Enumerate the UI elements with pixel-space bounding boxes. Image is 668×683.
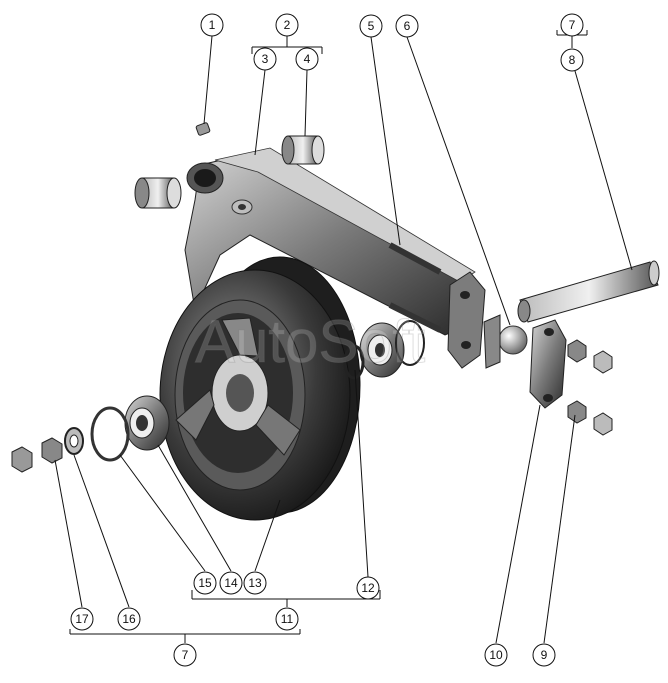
callout-label: 17	[75, 612, 89, 626]
callout-circle	[219, 571, 243, 595]
callout-label: 8	[569, 53, 576, 67]
callout-c8: 8	[560, 48, 584, 72]
callout-label: 7	[182, 648, 189, 662]
callout-c5: 5	[359, 14, 383, 38]
nuts-part-9	[567, 339, 613, 436]
callout-c11: 11	[275, 607, 299, 631]
bushing-part-3	[134, 177, 182, 209]
callout-circle	[560, 48, 584, 72]
callout-c6: 6	[395, 14, 419, 38]
callout-circle	[117, 607, 141, 631]
clamp-part-10	[529, 319, 567, 409]
callout-label: 10	[489, 648, 503, 662]
bearing-part-12	[343, 320, 425, 380]
shaft-part-8	[517, 260, 660, 323]
callout-c3: 3	[253, 47, 277, 71]
retaining-ring-part-15	[90, 406, 130, 462]
callout-label: 1	[209, 18, 216, 32]
washer-part-16	[64, 427, 84, 455]
callout-c7a: 7	[560, 13, 584, 37]
callout-label: 5	[368, 19, 375, 33]
parts-illustration	[11, 122, 660, 521]
watermark-text: AutoSoft	[195, 308, 425, 375]
callout-c1: 1	[200, 13, 224, 37]
callout-c2: 2	[275, 13, 299, 37]
callout-circle	[295, 47, 319, 71]
callout-label: 12	[361, 581, 375, 595]
callout-circle	[70, 607, 94, 631]
callout-circle	[560, 13, 584, 37]
callout-label: 15	[198, 576, 212, 590]
callout-label: 6	[404, 19, 411, 33]
callout-circle	[484, 643, 508, 667]
callout-c7b: 7	[173, 643, 197, 667]
callout-c13: 13	[243, 571, 267, 595]
callout-c16: 16	[117, 607, 141, 631]
lever-arm	[184, 147, 486, 369]
callout-label: 7	[569, 18, 576, 32]
callout-circle	[275, 13, 299, 37]
callout-label: 4	[304, 52, 311, 66]
bearing-part-14	[124, 395, 170, 451]
callout-circle	[532, 643, 556, 667]
callout-circle	[359, 14, 383, 38]
callout-circle	[173, 643, 197, 667]
callout-label: 11	[281, 612, 294, 626]
callout-c4: 4	[295, 47, 319, 71]
callout-c15: 15	[193, 571, 217, 595]
callout-c12: 12	[356, 576, 380, 600]
callout-circle	[275, 607, 299, 631]
ball-joint-part-6	[483, 314, 528, 369]
callout-c9: 9	[532, 643, 556, 667]
callout-c17: 17	[70, 607, 94, 631]
bushing-part-4	[281, 135, 325, 165]
pulley-wheel	[159, 256, 361, 521]
callout-circle	[243, 571, 267, 595]
callout-label: 16	[122, 612, 136, 626]
callout-label: 2	[284, 18, 291, 32]
nut-part-17	[11, 437, 63, 473]
callout-label: 13	[248, 576, 262, 590]
callout-c10: 10	[484, 643, 508, 667]
leader-lines	[54, 30, 633, 644]
callout-label: 14	[224, 576, 238, 590]
callout-circle	[253, 47, 277, 71]
callout-circle	[395, 14, 419, 38]
callout-circle	[193, 571, 217, 595]
bolt-part-5	[388, 242, 442, 333]
callout-label: 3	[262, 52, 269, 66]
callout-circle	[356, 576, 380, 600]
callout-c14: 14	[219, 571, 243, 595]
callout-circle	[200, 13, 224, 37]
callout-label: 9	[541, 648, 548, 662]
pin-part-1	[195, 122, 211, 136]
